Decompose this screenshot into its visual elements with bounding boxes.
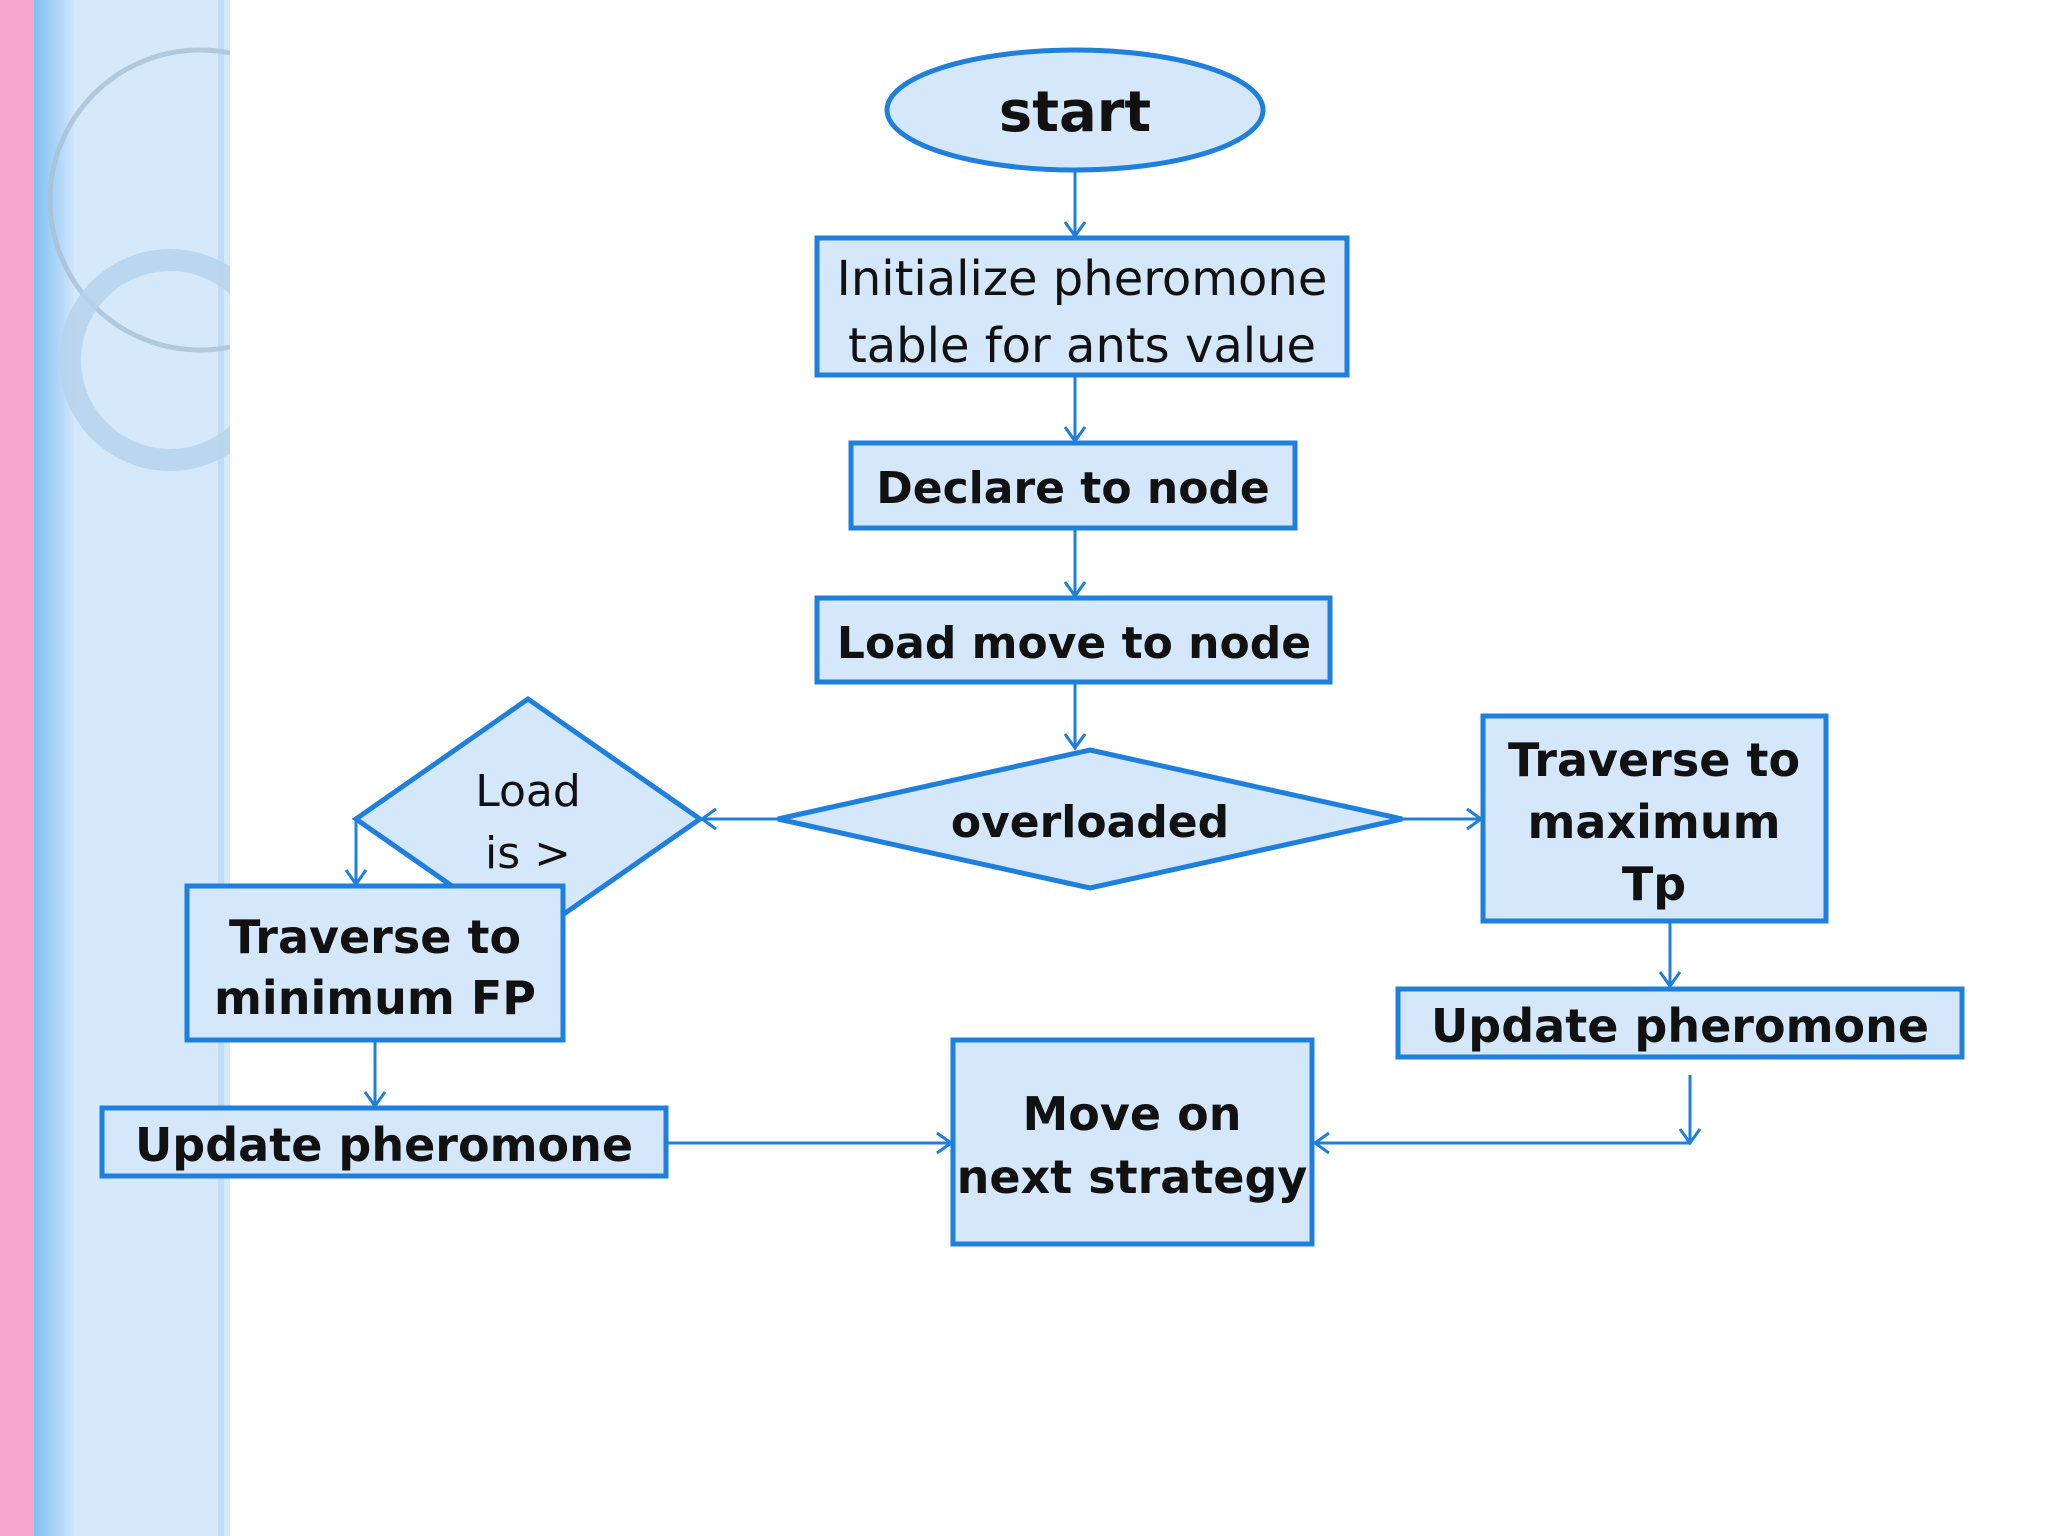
start-ellipse	[884, 47, 1266, 173]
updateleft-label: Update pheromone	[135, 1118, 633, 1172]
initialize-box	[814, 235, 1350, 378]
updateleft-box	[99, 1105, 669, 1179]
connector-start-to-init	[1063, 172, 1087, 239]
traversemin-label-line2: minimum FP	[214, 971, 536, 1025]
node-overloaded: overloaded	[777, 747, 1403, 891]
sidebar-pink-band	[0, 0, 34, 1536]
loadis-label-line2: is >	[485, 828, 571, 879]
start-label: start	[999, 80, 1151, 145]
sidebar-blue-band	[34, 0, 74, 1536]
traversemax-label-line3: Tp	[1622, 857, 1686, 911]
decorative-ring-large	[47, 47, 230, 353]
movenext-label-line2: next strategy	[957, 1150, 1308, 1204]
traversemax-box	[1480, 713, 1829, 924]
movenext-label-line1: Move on	[1023, 1087, 1242, 1141]
connector-updateleft-to-movenext	[666, 1131, 954, 1155]
traversemax-label-line2: maximum	[1527, 795, 1780, 849]
connector-loadis-to-traversemin	[344, 819, 368, 887]
node-update-pheromone-left: Update pheromone	[99, 1105, 669, 1179]
connector-overloaded-to-loadis	[699, 807, 778, 831]
connector-init-to-declare	[1063, 377, 1087, 444]
connector-loadmove-to-overloaded	[1063, 684, 1087, 751]
connector-updateright-to-movenext	[1312, 1075, 1702, 1155]
node-traverse-minimum: Traverse to minimum FP	[184, 883, 566, 1043]
movenext-box	[950, 1037, 1315, 1247]
traversemin-label-line1: Traverse to	[229, 910, 521, 964]
loadmove-box	[814, 595, 1333, 685]
connector-traversemax-to-updateright	[1658, 922, 1682, 989]
connector-overloaded-to-traversemax	[1402, 807, 1484, 831]
updateright-label: Update pheromone	[1431, 999, 1929, 1053]
loadis-label-line1: Load	[475, 766, 581, 817]
node-move-next-strategy: Move on next strategy	[950, 1037, 1315, 1247]
connector-traversemin-to-updateleft	[363, 1042, 387, 1109]
sidebar-decoration	[0, 0, 230, 1536]
traversemax-label-line1: Traverse to	[1508, 733, 1800, 787]
node-update-pheromone-right: Update pheromone	[1395, 986, 1965, 1060]
overloaded-diamond	[777, 747, 1403, 891]
decorative-ring-small	[59, 249, 230, 471]
node-declare-to-node: Declare to node	[848, 440, 1298, 531]
declare-box	[848, 440, 1298, 531]
node-traverse-maximum: Traverse to maximum Tp	[1480, 713, 1829, 924]
declare-label: Declare to node	[876, 463, 1270, 514]
initialize-label-line2: table for ants value	[848, 318, 1316, 374]
traversemin-box	[184, 883, 566, 1043]
sidebar-edge	[218, 0, 224, 1536]
node-start: start	[884, 47, 1266, 173]
connector-declare-to-loadmove	[1063, 530, 1087, 599]
initialize-label-line1: Initialize pheromone	[837, 251, 1328, 307]
overloaded-label: overloaded	[951, 797, 1229, 848]
node-load-move-to-node: Load move to node	[814, 595, 1333, 685]
updateright-box	[1395, 986, 1965, 1060]
loadmove-label: Load move to node	[837, 618, 1311, 669]
node-initialize-pheromone: Initialize pheromone table for ants valu…	[814, 235, 1350, 378]
